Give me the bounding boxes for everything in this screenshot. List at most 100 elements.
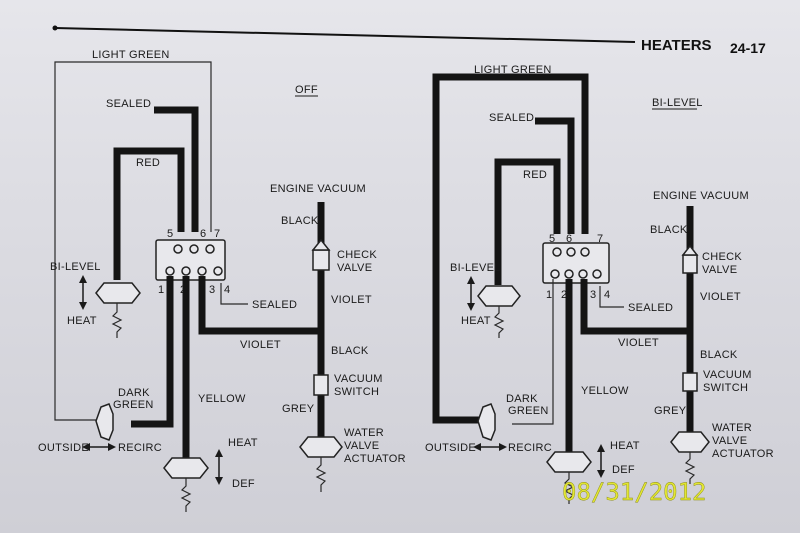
label-water-valve: WATER VALVE ACTUATOR	[712, 422, 774, 460]
port-2	[181, 266, 191, 276]
label-engine-vacuum: ENGINE VACUUM	[270, 183, 366, 195]
port-3	[578, 269, 588, 279]
water-valve-spring	[684, 452, 696, 484]
label-check-2: VALVE	[702, 264, 737, 276]
label-black-bottom: BLACK	[331, 345, 369, 357]
outside-recirc-actuator	[95, 403, 114, 441]
outside-recirc-actuator	[477, 403, 496, 441]
panel-bi-level: LIGHT GREEN BI-LEVEL SEALED RED 5 6 7 1 …	[425, 64, 774, 504]
heat-def-arrow-icon	[597, 444, 605, 478]
label-vacuum-1: VACUUM	[703, 369, 752, 381]
heat-def-actuator	[546, 451, 592, 473]
label-dark-green-2: GREEN	[113, 399, 154, 411]
port-2	[564, 269, 574, 279]
check-valve-cone	[311, 238, 331, 251]
port-label-4: 4	[604, 289, 610, 301]
label-yellow: YELLOW	[581, 385, 629, 397]
check-valve	[682, 254, 698, 274]
port-label-3: 3	[590, 289, 596, 301]
label-red: RED	[523, 169, 547, 181]
port-4	[213, 266, 223, 276]
port-7	[580, 247, 590, 257]
port-label-3: 3	[209, 284, 215, 296]
label-bi-level: BI-LEVEL	[450, 262, 501, 274]
label-violet-horizontal: VIOLET	[240, 339, 281, 351]
label-def: DEF	[612, 464, 635, 476]
label-sealed-top: SEALED	[489, 112, 534, 124]
label-check-1: CHECK	[337, 249, 377, 261]
port-label-4: 4	[224, 284, 230, 296]
sealed-bottom-line	[599, 286, 624, 308]
outside-recirc-arrow-icon	[473, 443, 507, 451]
label-check-1: CHECK	[702, 251, 742, 263]
sealed-top-line	[535, 117, 575, 234]
label-water-2: VALVE	[344, 440, 379, 452]
port-3	[197, 266, 207, 276]
label-dark-green-1: DARK	[118, 387, 150, 399]
mode-title: BI-LEVEL	[652, 97, 703, 109]
sealed-bottom-line	[220, 283, 248, 305]
heat-def-spring	[180, 478, 192, 512]
water-valve-actuator	[299, 436, 343, 458]
label-water-valve: WATER VALVE ACTUATOR	[344, 427, 406, 465]
label-check-valve: CHECK VALVE	[702, 251, 745, 276]
red-line	[113, 147, 185, 280]
label-check-2: VALVE	[337, 262, 372, 274]
label-outside: OUTSIDE	[425, 442, 476, 454]
label-heat-2: HEAT	[228, 437, 258, 449]
date-stamp: 08/31/2012	[562, 478, 707, 506]
port-5	[173, 244, 183, 254]
red-line	[494, 158, 561, 285]
check-valve	[312, 249, 330, 271]
header-page-number: 24-17	[730, 40, 766, 56]
label-light-green: LIGHT GREEN	[474, 64, 552, 76]
port-label-1: 1	[546, 289, 552, 301]
label-recirc: RECIRC	[508, 442, 552, 454]
vacuum-switch	[682, 372, 698, 392]
mode-title: OFF	[295, 84, 318, 96]
label-vacuum-switch: VACUUM SWITCH	[703, 369, 755, 394]
label-violet-vertical: VIOLET	[331, 294, 372, 306]
port-label-7: 7	[214, 228, 220, 240]
label-grey: GREY	[282, 403, 315, 415]
port-label-5: 5	[549, 233, 555, 245]
violet-line	[580, 279, 690, 335]
outside-recirc-arrow-icon	[82, 443, 116, 451]
port-label-6: 6	[566, 233, 572, 245]
label-grey: GREY	[654, 405, 687, 417]
label-water-3: ACTUATOR	[344, 453, 406, 465]
label-heat: HEAT	[67, 315, 97, 327]
port-label-5: 5	[167, 228, 173, 240]
check-valve-cone	[681, 244, 699, 256]
label-vacuum-2: SWITCH	[703, 382, 748, 394]
header-title: HEATERS	[641, 37, 712, 54]
label-water-1: WATER	[712, 422, 752, 434]
header-dot	[52, 25, 58, 31]
label-dark-green-1: DARK	[506, 393, 538, 405]
label-dark-green-2: GREEN	[508, 405, 549, 417]
label-recirc: RECIRC	[118, 442, 162, 454]
light-green-line	[432, 73, 589, 424]
port-6	[189, 244, 199, 254]
label-water-1: WATER	[344, 427, 384, 439]
label-sealed-top: SEALED	[106, 98, 151, 110]
label-sealed-bottom: SEALED	[252, 299, 297, 311]
label-heat-2: HEAT	[610, 440, 640, 452]
label-outside: OUTSIDE	[38, 442, 89, 454]
heat-def-actuator	[163, 457, 209, 479]
label-yellow: YELLOW	[198, 393, 246, 405]
port-1	[165, 266, 175, 276]
header-rule	[54, 27, 636, 43]
dark-green-line	[131, 276, 174, 428]
label-black-bottom: BLACK	[700, 349, 738, 361]
port-1	[550, 269, 560, 279]
panel-off: LIGHT GREEN OFF SEALED RED 5 6 7 1 2 3 4…	[38, 49, 406, 512]
label-black-top: BLACK	[650, 224, 688, 236]
label-water-2: VALVE	[712, 435, 747, 447]
bi-level-spring	[493, 306, 505, 338]
sealed-top-line	[154, 106, 199, 232]
label-water-3: ACTUATOR	[712, 448, 774, 460]
water-valve-actuator	[670, 431, 710, 453]
